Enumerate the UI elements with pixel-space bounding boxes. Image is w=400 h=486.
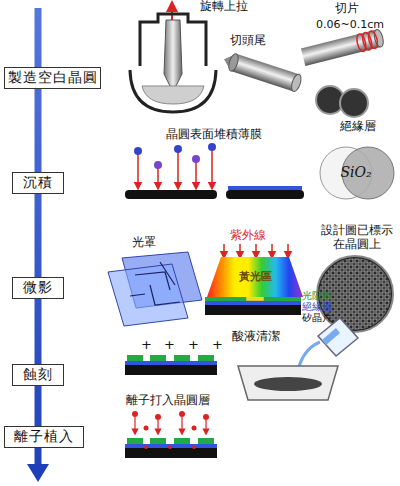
arrow-shaft-end bbox=[35, 447, 42, 466]
annotation: 離子打入晶圓層 bbox=[126, 394, 210, 408]
ingot bbox=[164, 20, 182, 92]
process-arrow-segment bbox=[35, 299, 42, 364]
charge-sign: + bbox=[164, 338, 175, 353]
crucible bbox=[130, 70, 216, 112]
annotation: 旋轉上拉 bbox=[200, 0, 248, 14]
node-text: 微影 bbox=[23, 279, 53, 297]
process-step-box: 蝕刻 bbox=[12, 364, 64, 386]
ions bbox=[132, 411, 209, 432]
wafer bbox=[125, 365, 217, 375]
charge-sign: + bbox=[188, 338, 199, 353]
annotation: 酸液清潔 bbox=[232, 330, 280, 344]
annotation: 切頭尾 bbox=[230, 34, 266, 48]
wafer bbox=[125, 448, 217, 458]
photoresist-blocks bbox=[127, 355, 214, 361]
cut-ingot bbox=[221, 51, 303, 93]
process-step-box: 微影 bbox=[12, 277, 64, 299]
yellow-light-zone: 黃光區 bbox=[207, 257, 303, 297]
melt bbox=[142, 86, 204, 104]
annotation: 絕緣層 bbox=[302, 301, 332, 313]
process-arrow-segment bbox=[35, 89, 42, 172]
node-text: 離子植入 bbox=[14, 428, 74, 446]
annotation: 光阻劑 bbox=[302, 290, 332, 302]
implanted-ions bbox=[144, 445, 196, 449]
node-text: SiO₂ bbox=[318, 164, 394, 180]
charge-sign: + bbox=[212, 338, 223, 353]
node-text: 沉積 bbox=[23, 174, 53, 192]
uv-arrows bbox=[224, 244, 288, 255]
process-step-box: 製造空白晶圓 bbox=[4, 67, 101, 89]
process-arrow-segment bbox=[35, 386, 42, 426]
thin-film bbox=[228, 186, 302, 190]
charge-sign: + bbox=[141, 338, 152, 353]
node-heading: 絕緣層 bbox=[318, 118, 398, 135]
process-arrow-segment bbox=[35, 194, 42, 277]
oxide-circle: 絕緣層 SiO₂ bbox=[318, 118, 398, 206]
process-step-box: 沉積 bbox=[12, 172, 64, 194]
wafer bbox=[125, 190, 217, 199]
process-step-box: 離子植入 bbox=[4, 426, 84, 448]
insulator-layer bbox=[205, 301, 301, 305]
insulator-layer bbox=[125, 361, 217, 365]
node-text: 製造空白晶圓 bbox=[8, 69, 98, 87]
arrow-tail bbox=[35, 8, 42, 67]
wafer bbox=[254, 377, 322, 391]
wafer bbox=[226, 190, 304, 199]
annotation: 0.06~0.1cm bbox=[316, 19, 384, 32]
sliced-ingot bbox=[301, 29, 385, 66]
deposition-particles bbox=[134, 143, 216, 186]
photomask bbox=[108, 252, 202, 326]
annotation: 切片 bbox=[335, 2, 359, 16]
node-text: 蝕刻 bbox=[23, 366, 53, 384]
tray bbox=[238, 366, 338, 400]
silicon-wafer bbox=[205, 305, 301, 315]
annotation: 光罩 bbox=[132, 236, 156, 250]
insulator-layer bbox=[125, 444, 217, 448]
wafer-disc bbox=[340, 89, 368, 117]
annotation: 紫外線 bbox=[230, 229, 266, 243]
node-text: 黃光區 bbox=[207, 269, 303, 284]
photoresist-blocks bbox=[127, 438, 214, 444]
annotation: 矽晶片 bbox=[302, 312, 332, 324]
annotation: 設計圖已標示 在晶圓上 bbox=[318, 224, 396, 252]
annotation: 晶圓表面堆積薄膜 bbox=[166, 128, 262, 142]
arrow-head bbox=[27, 464, 49, 482]
